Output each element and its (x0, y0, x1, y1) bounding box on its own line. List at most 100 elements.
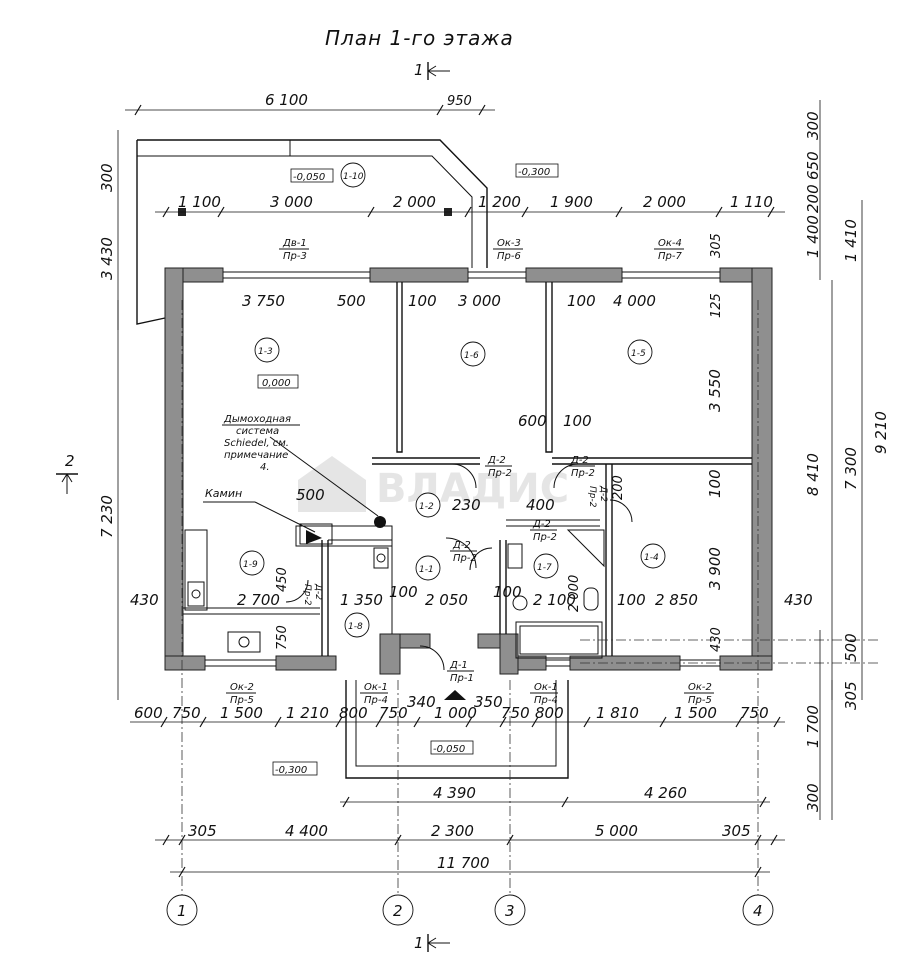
svg-text:Пр-4: Пр-4 (364, 695, 388, 706)
svg-text:200: 200 (611, 475, 626, 500)
svg-text:1 410: 1 410 (842, 219, 860, 262)
interior-walls (183, 282, 752, 656)
section-mark-bottom: 1 (414, 934, 450, 952)
svg-text:3 000: 3 000 (270, 193, 313, 211)
svg-text:Пр-2: Пр-2 (587, 486, 597, 508)
doors (285, 463, 633, 700)
svg-text:Пр-2: Пр-2 (302, 584, 312, 606)
svg-text:1 700: 1 700 (804, 705, 822, 748)
svg-text:Пр-1: Пр-1 (450, 673, 474, 684)
svg-text:2 050: 2 050 (425, 591, 468, 609)
level-terrace-top: -0,050 (293, 172, 325, 183)
axis-marker-3: 3 (505, 902, 515, 920)
svg-text:Ок-3: Ок-3 (497, 238, 521, 249)
drawing-title: План 1-го этажа (325, 26, 514, 50)
svg-text:Пр-6: Пр-6 (497, 251, 521, 262)
svg-text:100: 100 (567, 292, 596, 310)
svg-text:3 900: 3 900 (706, 547, 724, 590)
svg-text:2 100: 2 100 (533, 591, 576, 609)
room-tag-1-8: 1-8 (348, 622, 363, 632)
svg-text:Ок-2: Ок-2 (688, 682, 712, 693)
svg-text:2 850: 2 850 (655, 591, 698, 609)
room-tag-1-3: 1-3 (258, 347, 273, 357)
svg-text:1 350: 1 350 (340, 591, 383, 609)
svg-text:305: 305 (188, 822, 217, 840)
svg-text:7 300: 7 300 (842, 447, 860, 490)
svg-text:650: 650 (804, 151, 822, 180)
svg-text:340: 340 (407, 693, 436, 711)
room-tag-1-7: 1-7 (537, 563, 552, 573)
room-tag-1-9: 1-9 (243, 560, 258, 570)
svg-text:1 500: 1 500 (220, 704, 263, 722)
porch (345, 680, 569, 779)
svg-text:800: 800 (339, 704, 368, 722)
svg-text:305: 305 (722, 822, 751, 840)
svg-text:430: 430 (784, 591, 813, 609)
svg-text:4 390: 4 390 (433, 784, 476, 802)
svg-text:1 900: 1 900 (550, 193, 593, 211)
svg-text:350: 350 (474, 693, 503, 711)
svg-text:100: 100 (493, 583, 522, 601)
dimensions-vertical-interior: 3 550 100 3 900 125 305 430 450 750 200 … (275, 233, 724, 652)
svg-text:100: 100 (617, 591, 646, 609)
svg-text:Schiedel, см.: Schiedel, см. (224, 438, 289, 449)
svg-text:500: 500 (842, 633, 860, 662)
svg-text:600: 600 (134, 704, 163, 722)
svg-text:Пр-2: Пр-2 (488, 468, 512, 479)
svg-text:125: 125 (709, 293, 724, 318)
svg-text:8 410: 8 410 (804, 453, 822, 496)
svg-text:4.: 4. (260, 462, 270, 473)
svg-text:Дымоходная: Дымоходная (223, 414, 291, 425)
axis-marker-2: 2 (393, 902, 403, 920)
svg-text:6 100: 6 100 (265, 91, 308, 109)
svg-text:230: 230 (452, 496, 481, 514)
chimney-note: Дымоходная система Schiedel, см. примеча… (222, 414, 379, 517)
svg-text:500: 500 (296, 486, 325, 504)
svg-text:2 300: 2 300 (431, 822, 474, 840)
svg-text:305: 305 (842, 681, 860, 710)
svg-text:2 000: 2 000 (393, 193, 436, 211)
svg-text:300: 300 (804, 111, 822, 140)
svg-text:7 230: 7 230 (98, 495, 116, 538)
svg-text:600: 600 (518, 412, 547, 430)
level-outer-top: -0,300 (518, 167, 550, 178)
svg-text:2 700: 2 700 (237, 591, 280, 609)
svg-text:примечание: примечание (224, 450, 288, 461)
svg-text:1 200: 1 200 (478, 193, 521, 211)
svg-text:Пр-2: Пр-2 (533, 532, 557, 543)
svg-text:Пр-5: Пр-5 (230, 695, 254, 706)
dimension-ticks (134, 104, 781, 878)
room-tag-1-1: 1-1 (419, 565, 434, 575)
watermark: ВЛАДИС (298, 456, 569, 512)
svg-text:11 700: 11 700 (437, 854, 490, 872)
dimensions-right: 300 650 200 1 400 1 410 8 410 7 300 9 21… (804, 111, 890, 812)
svg-text:Пр-7: Пр-7 (658, 251, 682, 262)
svg-text:1 400: 1 400 (804, 215, 822, 258)
svg-text:430: 430 (130, 591, 159, 609)
svg-text:750: 750 (740, 704, 769, 722)
svg-text:430: 430 (709, 627, 724, 652)
axis-marker-4: 4 (753, 902, 763, 920)
svg-text:Пр-2: Пр-2 (453, 553, 477, 564)
svg-text:3 000: 3 000 (458, 292, 501, 310)
svg-text:750: 750 (501, 704, 530, 722)
svg-text:950: 950 (447, 94, 472, 109)
svg-text:Пр-2: Пр-2 (571, 468, 595, 479)
svg-text:300: 300 (804, 783, 822, 812)
section-mark-top: 1 (414, 61, 450, 80)
svg-text:Дв-1: Дв-1 (282, 238, 307, 249)
dimension-lines (117, 100, 863, 873)
svg-text:Д-2: Д-2 (313, 583, 323, 600)
side-mark-label: 2 (65, 452, 75, 470)
svg-text:Ок-2: Ок-2 (230, 682, 254, 693)
svg-text:450: 450 (275, 567, 290, 592)
svg-text:750: 750 (275, 625, 290, 650)
svg-text:1 100: 1 100 (178, 193, 221, 211)
svg-text:Пр-4: Пр-4 (534, 695, 558, 706)
room-tag-1-10: 1-10 (343, 172, 364, 182)
svg-text:1 210: 1 210 (286, 704, 329, 722)
svg-text:Д-2: Д-2 (570, 455, 589, 466)
svg-text:Пр-3: Пр-3 (283, 251, 307, 262)
level-floor: 0,000 (262, 378, 291, 389)
